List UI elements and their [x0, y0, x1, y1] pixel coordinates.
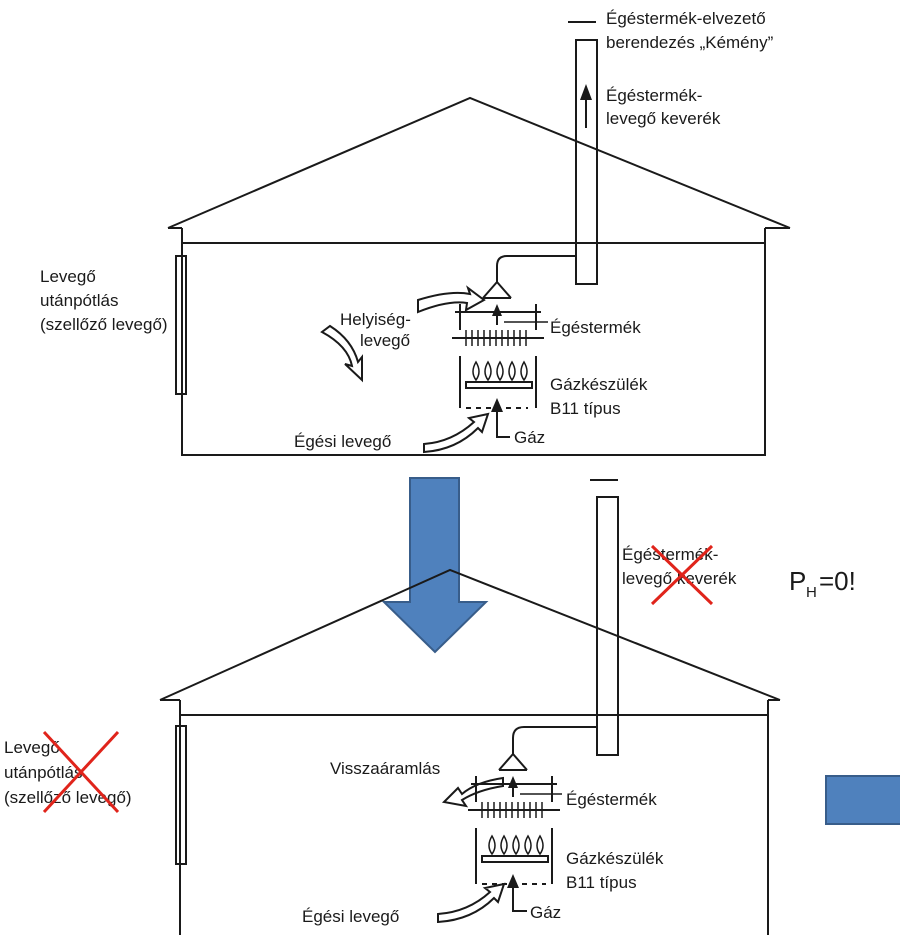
- top-vent-grille: [175, 255, 187, 395]
- top-chimney-label-2: berendezés „Kémény”: [606, 33, 774, 52]
- bottom-burner: [481, 855, 549, 863]
- top-gas-label: Gáz: [514, 428, 545, 447]
- bottom-heat-exchanger: [468, 802, 560, 818]
- top-mixture-label-1: Égéstermék-: [606, 86, 702, 105]
- top-roof: [167, 96, 791, 229]
- bottom-gas-arrow: [512, 884, 527, 912]
- bottom-draft-hood: [498, 752, 528, 771]
- top-appliance-label-2: B11 típus: [550, 399, 621, 418]
- top-air-supply-label-1: Levegő: [40, 267, 96, 286]
- bottom-flue-gas-label: Égéstermék: [566, 790, 657, 809]
- top-draft-hood: [482, 280, 512, 299]
- bottom-scene: Égéstermék- levegő keverék P H =0! Leveg…: [4, 479, 900, 935]
- pressure-label-rest: =0!: [819, 566, 856, 596]
- right-arrow-fragment: [825, 775, 900, 825]
- top-room-air-label-1: Helyiség-: [340, 310, 411, 329]
- top-appliance-label-1: Gázkészülék: [550, 375, 648, 394]
- top-gas-arrow: [496, 408, 510, 438]
- top-scene: Égéstermék-elvezető berendezés „Kémény” …: [40, 9, 791, 456]
- bottom-combustion-air-arrow: [437, 882, 506, 924]
- pressure-label-main: P: [789, 566, 806, 596]
- top-chimney: [575, 39, 598, 285]
- bottom-combustion-air-label: Égési levegő: [302, 907, 399, 926]
- bottom-vent-grille: [175, 725, 187, 865]
- top-gas-arrowhead: [491, 398, 503, 412]
- bottom-backflow-label: Visszaáramlás: [330, 759, 440, 778]
- bottom-backflow-arrow: [441, 776, 504, 808]
- bottom-air-supply-label-2: utánpótlás: [4, 763, 82, 782]
- bottom-air-supply-label-1: Levegő: [4, 738, 60, 757]
- top-air-supply-label-2: utánpótlás: [40, 291, 118, 310]
- top-mixture-label-2: levegő keverék: [606, 109, 721, 128]
- transition-down-arrow: [381, 477, 489, 654]
- top-chimney-label-1: Égéstermék-elvezető: [606, 9, 766, 28]
- bottom-appliance-label-2: B11 típus: [566, 873, 637, 892]
- top-air-supply-arrow: [320, 324, 363, 383]
- top-combustion-air-arrow: [423, 412, 490, 454]
- top-burner-flames: [472, 360, 528, 382]
- bottom-air-supply-cross: [42, 730, 120, 814]
- top-room-air-label-2: levegő: [360, 331, 410, 350]
- bottom-mixture-cross: [650, 544, 714, 606]
- top-heat-exchanger: [452, 330, 544, 346]
- pressure-label-subscript: H: [806, 584, 817, 601]
- bottom-gas-arrowhead: [507, 874, 519, 888]
- pressure-label: P H =0!: [789, 566, 856, 601]
- bottom-roof: [159, 568, 781, 701]
- top-flue-pipe: [496, 255, 576, 282]
- bottom-chimney: [596, 496, 619, 756]
- top-burner: [465, 381, 533, 389]
- top-flue-gas-label: Égéstermék: [550, 318, 641, 337]
- top-flue-arrowhead: [492, 304, 502, 316]
- top-combustion-air-label: Égési levegő: [294, 432, 391, 451]
- bottom-appliance-label-1: Gázkészülék: [566, 849, 664, 868]
- top-house-body: [181, 228, 766, 456]
- top-room-air-arrow: [417, 285, 486, 314]
- bottom-flue-arrowhead: [508, 776, 518, 788]
- top-mixture-arrowhead: [580, 84, 592, 100]
- bottom-burner-flames: [488, 834, 544, 856]
- bottom-gas-label: Gáz: [530, 903, 561, 922]
- bottom-flue-pipe: [512, 726, 597, 754]
- bottom-mixture-label-1: Égéstermék-: [622, 545, 718, 564]
- top-air-supply-label-3: (szellőző levegő): [40, 315, 168, 334]
